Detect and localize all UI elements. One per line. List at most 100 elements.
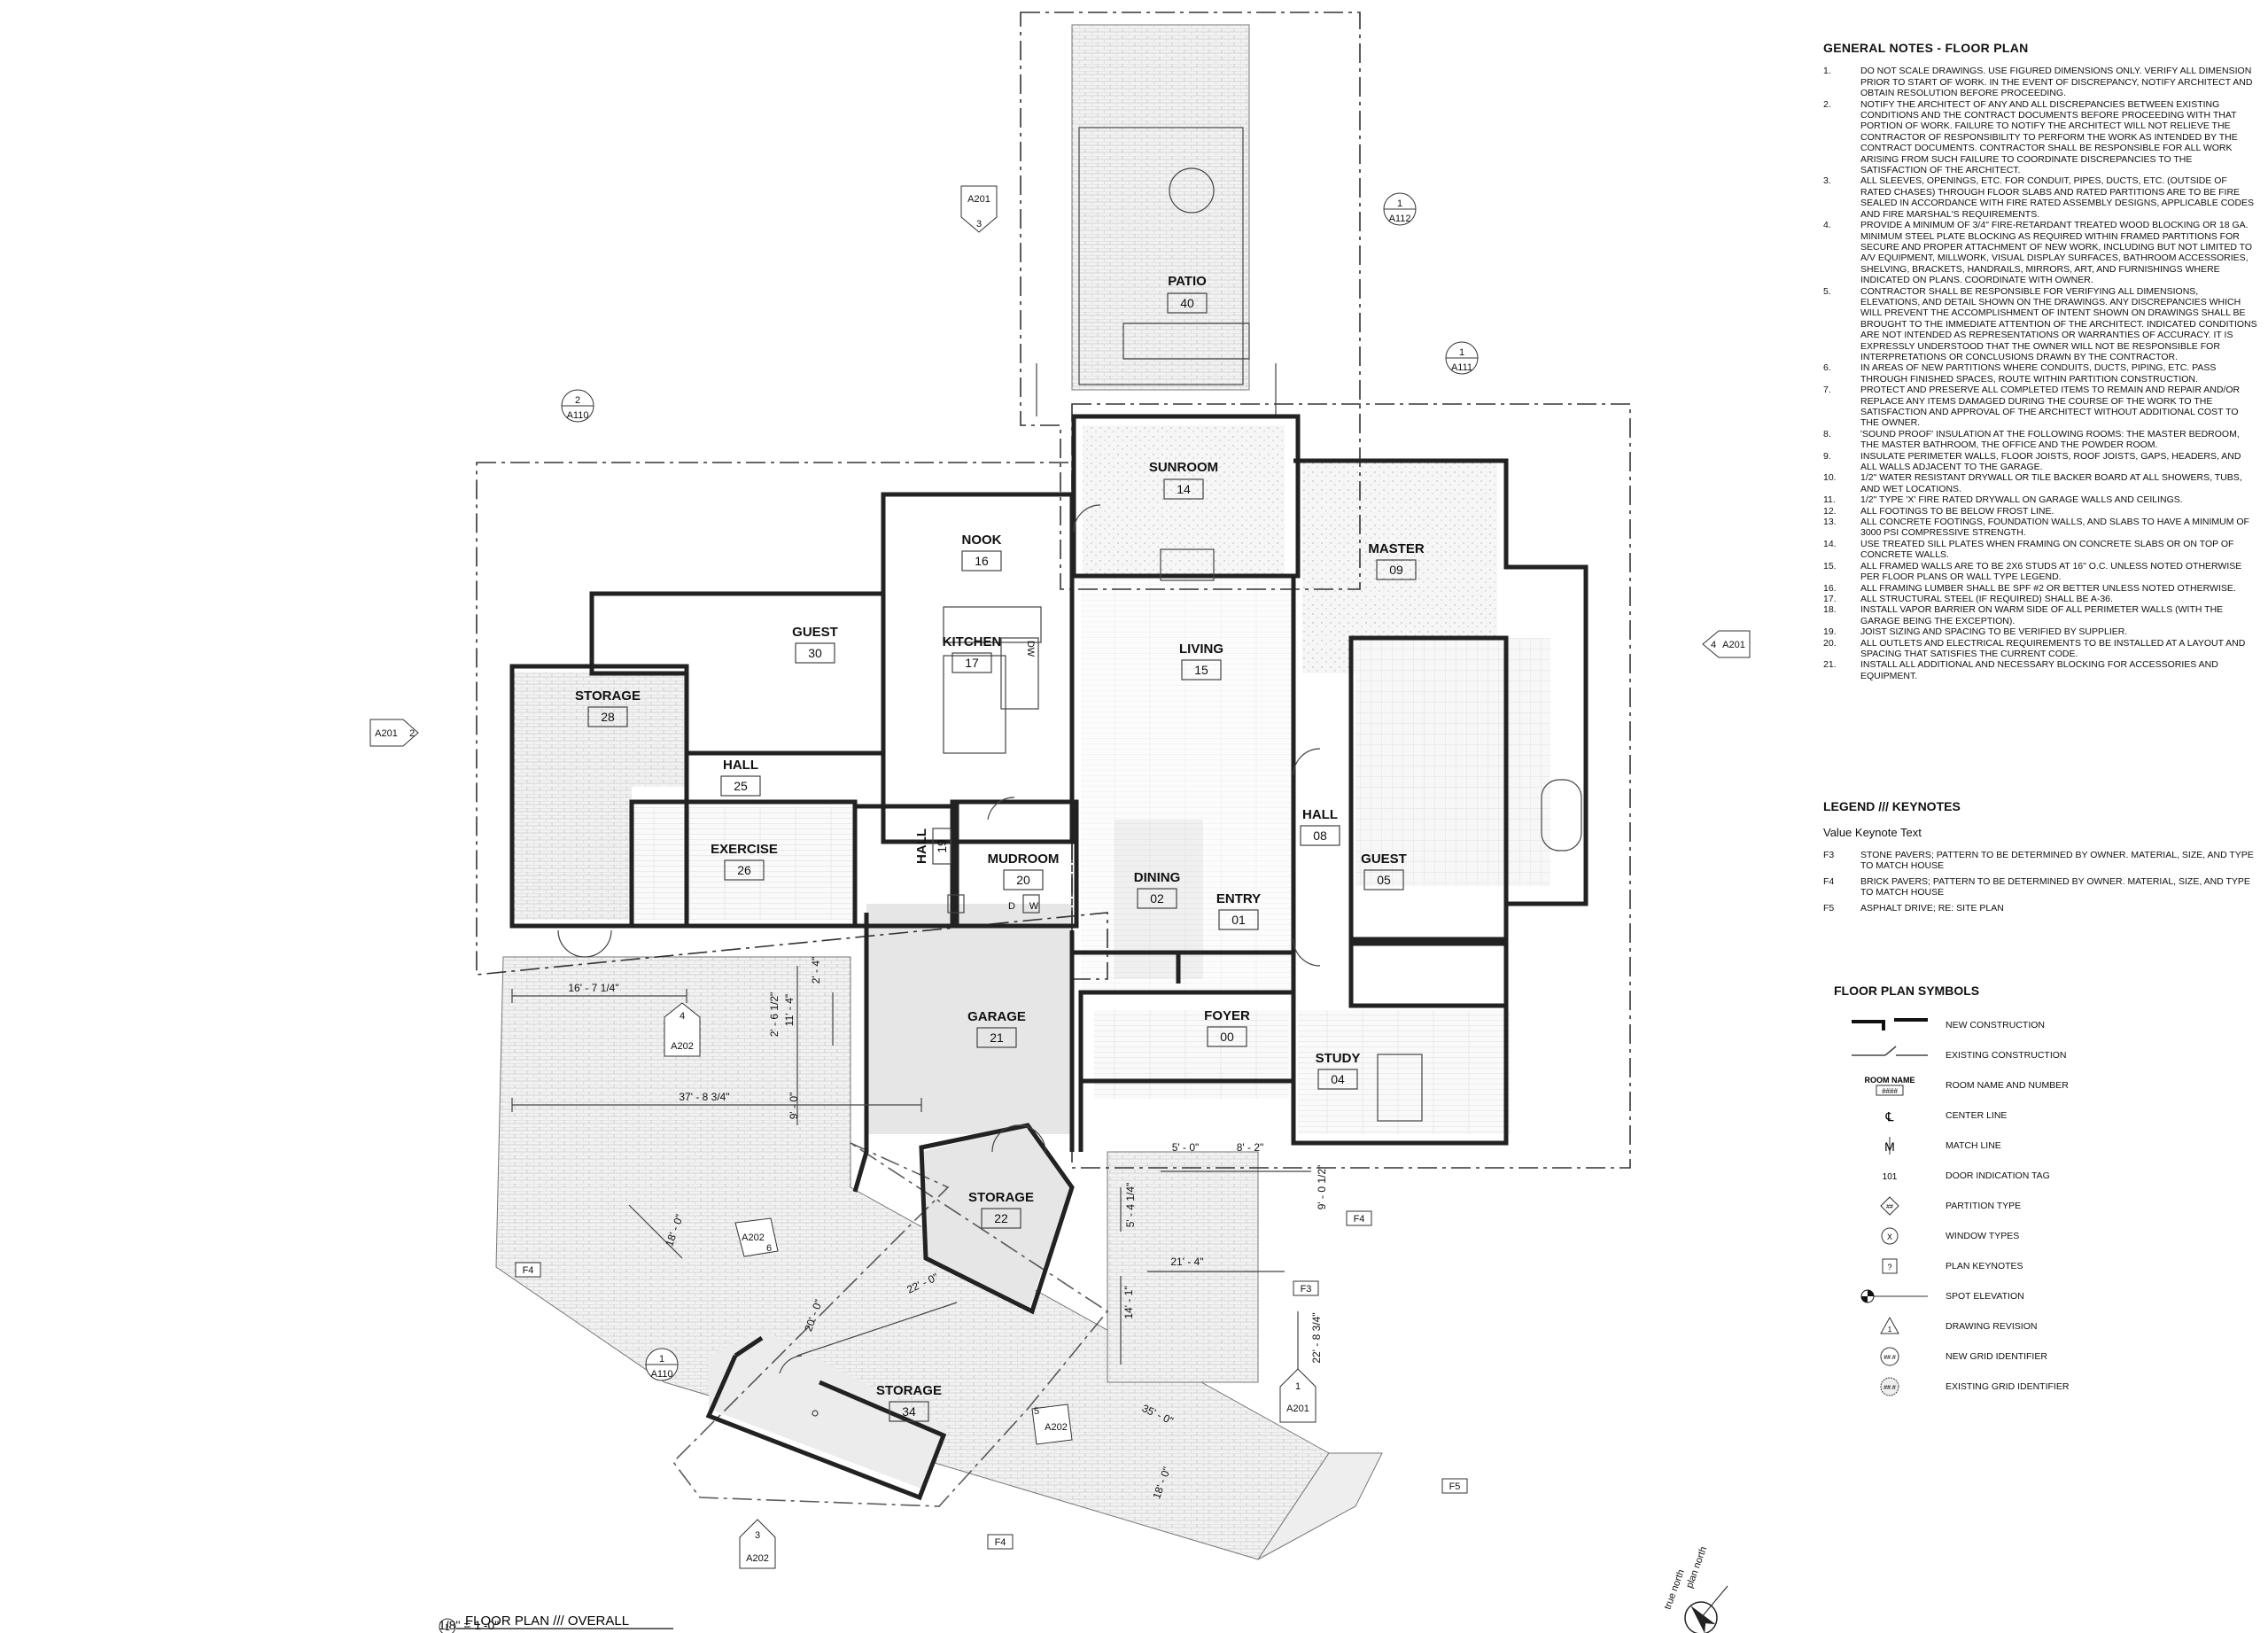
north-arrow: plan north true north bbox=[1662, 1545, 1728, 1633]
svg-text:STORAGE: STORAGE bbox=[968, 1190, 1034, 1205]
svg-text:SUNROOM: SUNROOM bbox=[1149, 460, 1218, 475]
existing-construction-symbol bbox=[1834, 1043, 1946, 1068]
keynote-text: STONE PAVERS; PATTERN TO BE DETERMINED B… bbox=[1860, 850, 2254, 871]
window-type-symbol: X bbox=[1834, 1224, 1946, 1248]
general-note: 2.NOTIFY THE ARCHITECT OF ANY AND ALL DI… bbox=[1823, 99, 2257, 176]
room-tag-symbol: ROOM NAME#### bbox=[1834, 1073, 1946, 1098]
svg-text:6: 6 bbox=[766, 1243, 772, 1254]
view-title: 1 FLOOR PLAN /// OVERALL bbox=[439, 1614, 673, 1633]
general-note: 16.ALL FRAMING LUMBER SHALL BE SPF #2 OR… bbox=[1823, 583, 2257, 594]
general-note: 17.ALL STRUCTURAL STEEL (IF REQUIRED) SH… bbox=[1823, 594, 2257, 604]
svg-text:25: 25 bbox=[734, 779, 748, 793]
keynote-value: F3 bbox=[1823, 850, 1835, 860]
svg-text:A202: A202 bbox=[746, 1553, 769, 1564]
note-text: 1/2" TYPE 'X' FIRE RATED DRYWALL ON GARA… bbox=[1860, 494, 2183, 506]
svg-text:2' - 6 1/2": 2' - 6 1/2" bbox=[768, 992, 781, 1038]
svg-text:19: 19 bbox=[935, 839, 949, 853]
svg-text:5: 5 bbox=[1034, 1406, 1039, 1417]
storage-22-slab bbox=[921, 1125, 1072, 1311]
note-number: 19. bbox=[1823, 626, 1837, 638]
svg-text:2: 2 bbox=[409, 728, 415, 739]
door-swings bbox=[557, 504, 1321, 1374]
svg-text:22' - 8 3/4": 22' - 8 3/4" bbox=[1310, 1312, 1323, 1363]
keynote-value: F5 bbox=[1823, 903, 1835, 914]
keynote-tag-f3: F3 bbox=[1293, 1280, 1319, 1296]
note-number: 1. bbox=[1823, 66, 1831, 77]
svg-text:11' - 4": 11' - 4" bbox=[783, 994, 796, 1026]
svg-text:STORAGE: STORAGE bbox=[876, 1383, 942, 1398]
new-construction-symbol bbox=[1834, 1013, 1946, 1038]
svg-text:NOOK: NOOK bbox=[962, 533, 1002, 548]
svg-text:##.#: ##.# bbox=[1884, 1385, 1896, 1391]
svg-text:9' - 0": 9' - 0" bbox=[788, 1093, 800, 1120]
general-note: 11.1/2" TYPE 'X' FIRE RATED DRYWALL ON G… bbox=[1823, 494, 2257, 505]
plan-keynote-symbol: ? bbox=[1834, 1254, 1946, 1279]
svg-text:FOYER: FOYER bbox=[1204, 1008, 1250, 1023]
general-notes-title: GENERAL NOTES - FLOOR PLAN bbox=[1823, 41, 2029, 55]
svg-text:STUDY: STUDY bbox=[1316, 1051, 1361, 1066]
svg-text:ROOM NAME: ROOM NAME bbox=[1865, 1076, 1915, 1085]
svg-text:09: 09 bbox=[1389, 563, 1403, 577]
svg-text:KITCHEN: KITCHEN bbox=[943, 634, 1002, 649]
svg-text:DINING: DINING bbox=[1134, 870, 1181, 885]
symbol-label: NEW GRID IDENTIFIER bbox=[1946, 1351, 2047, 1362]
general-note: 9.INSULATE PERIMETER WALLS, FLOOR JOISTS… bbox=[1823, 451, 2257, 473]
symbol-label: WINDOW TYPES bbox=[1946, 1231, 2020, 1241]
legend-header: Value Keynote Text bbox=[1823, 826, 1922, 839]
svg-text:GUEST: GUEST bbox=[792, 625, 838, 640]
svg-text:1: 1 bbox=[1295, 1381, 1301, 1392]
general-note: 21.INSTALL ALL ADDITIONAL AND NECESSARY … bbox=[1823, 659, 2257, 681]
svg-text:08: 08 bbox=[1313, 828, 1327, 843]
legend-list: F3 STONE PAVERS; PATTERN TO BE DETERMINED… bbox=[1823, 850, 2257, 914]
note-text: ALL FRAMING LUMBER SHALL BE SPF #2 OR BE… bbox=[1860, 582, 2236, 594]
svg-text:A110: A110 bbox=[567, 410, 589, 421]
note-text: ALL SLEEVES, OPENINGS, ETC. FOR CONDUIT,… bbox=[1860, 175, 2255, 220]
room-label-master: MASTER 09 bbox=[1368, 541, 1425, 580]
svg-text:1: 1 bbox=[1397, 198, 1402, 209]
note-number: 12. bbox=[1823, 505, 1837, 517]
svg-text:?: ? bbox=[1887, 1263, 1891, 1271]
svg-text:40: 40 bbox=[1180, 296, 1194, 310]
svg-text:3: 3 bbox=[976, 219, 982, 229]
svg-text:A202: A202 bbox=[742, 1233, 765, 1243]
washer-label: W bbox=[1029, 901, 1039, 912]
keynote-tag-f4-3: F4 bbox=[987, 1534, 1014, 1550]
keynote-text: BRICK PAVERS; PATTERN TO BE DETERMINED B… bbox=[1860, 876, 2250, 898]
symbol-label: PLAN KEYNOTES bbox=[1946, 1261, 2023, 1271]
svg-text:14' - 1": 14' - 1" bbox=[1122, 1286, 1135, 1318]
note-number: 21. bbox=[1823, 659, 1837, 671]
symbol-row: ##.#NEW GRID IDENTIFIER bbox=[1834, 1341, 2259, 1372]
keynote-text: ASPHALT DRIVE; RE: SITE PLAN bbox=[1860, 903, 2004, 914]
svg-text:28: 28 bbox=[601, 710, 615, 724]
keynote-tag-f4-1: F4 bbox=[515, 1262, 541, 1278]
symbol-label: EXISTING GRID IDENTIFIER bbox=[1946, 1381, 2070, 1392]
svg-text:MASTER: MASTER bbox=[1368, 541, 1425, 556]
note-number: 6. bbox=[1823, 362, 1831, 374]
note-number: 17. bbox=[1823, 593, 1837, 604]
symbol-label: EXISTING CONSTRUCTION bbox=[1946, 1050, 2067, 1061]
svg-text:LIVING: LIVING bbox=[1179, 642, 1223, 657]
svg-text:4: 4 bbox=[1711, 640, 1716, 650]
general-note: 20.ALL OUTLETS AND ELECTRICAL REQUIREMEN… bbox=[1823, 638, 2257, 660]
symbol-label: PARTITION TYPE bbox=[1946, 1201, 2022, 1211]
svg-text:A202: A202 bbox=[1045, 1422, 1068, 1433]
